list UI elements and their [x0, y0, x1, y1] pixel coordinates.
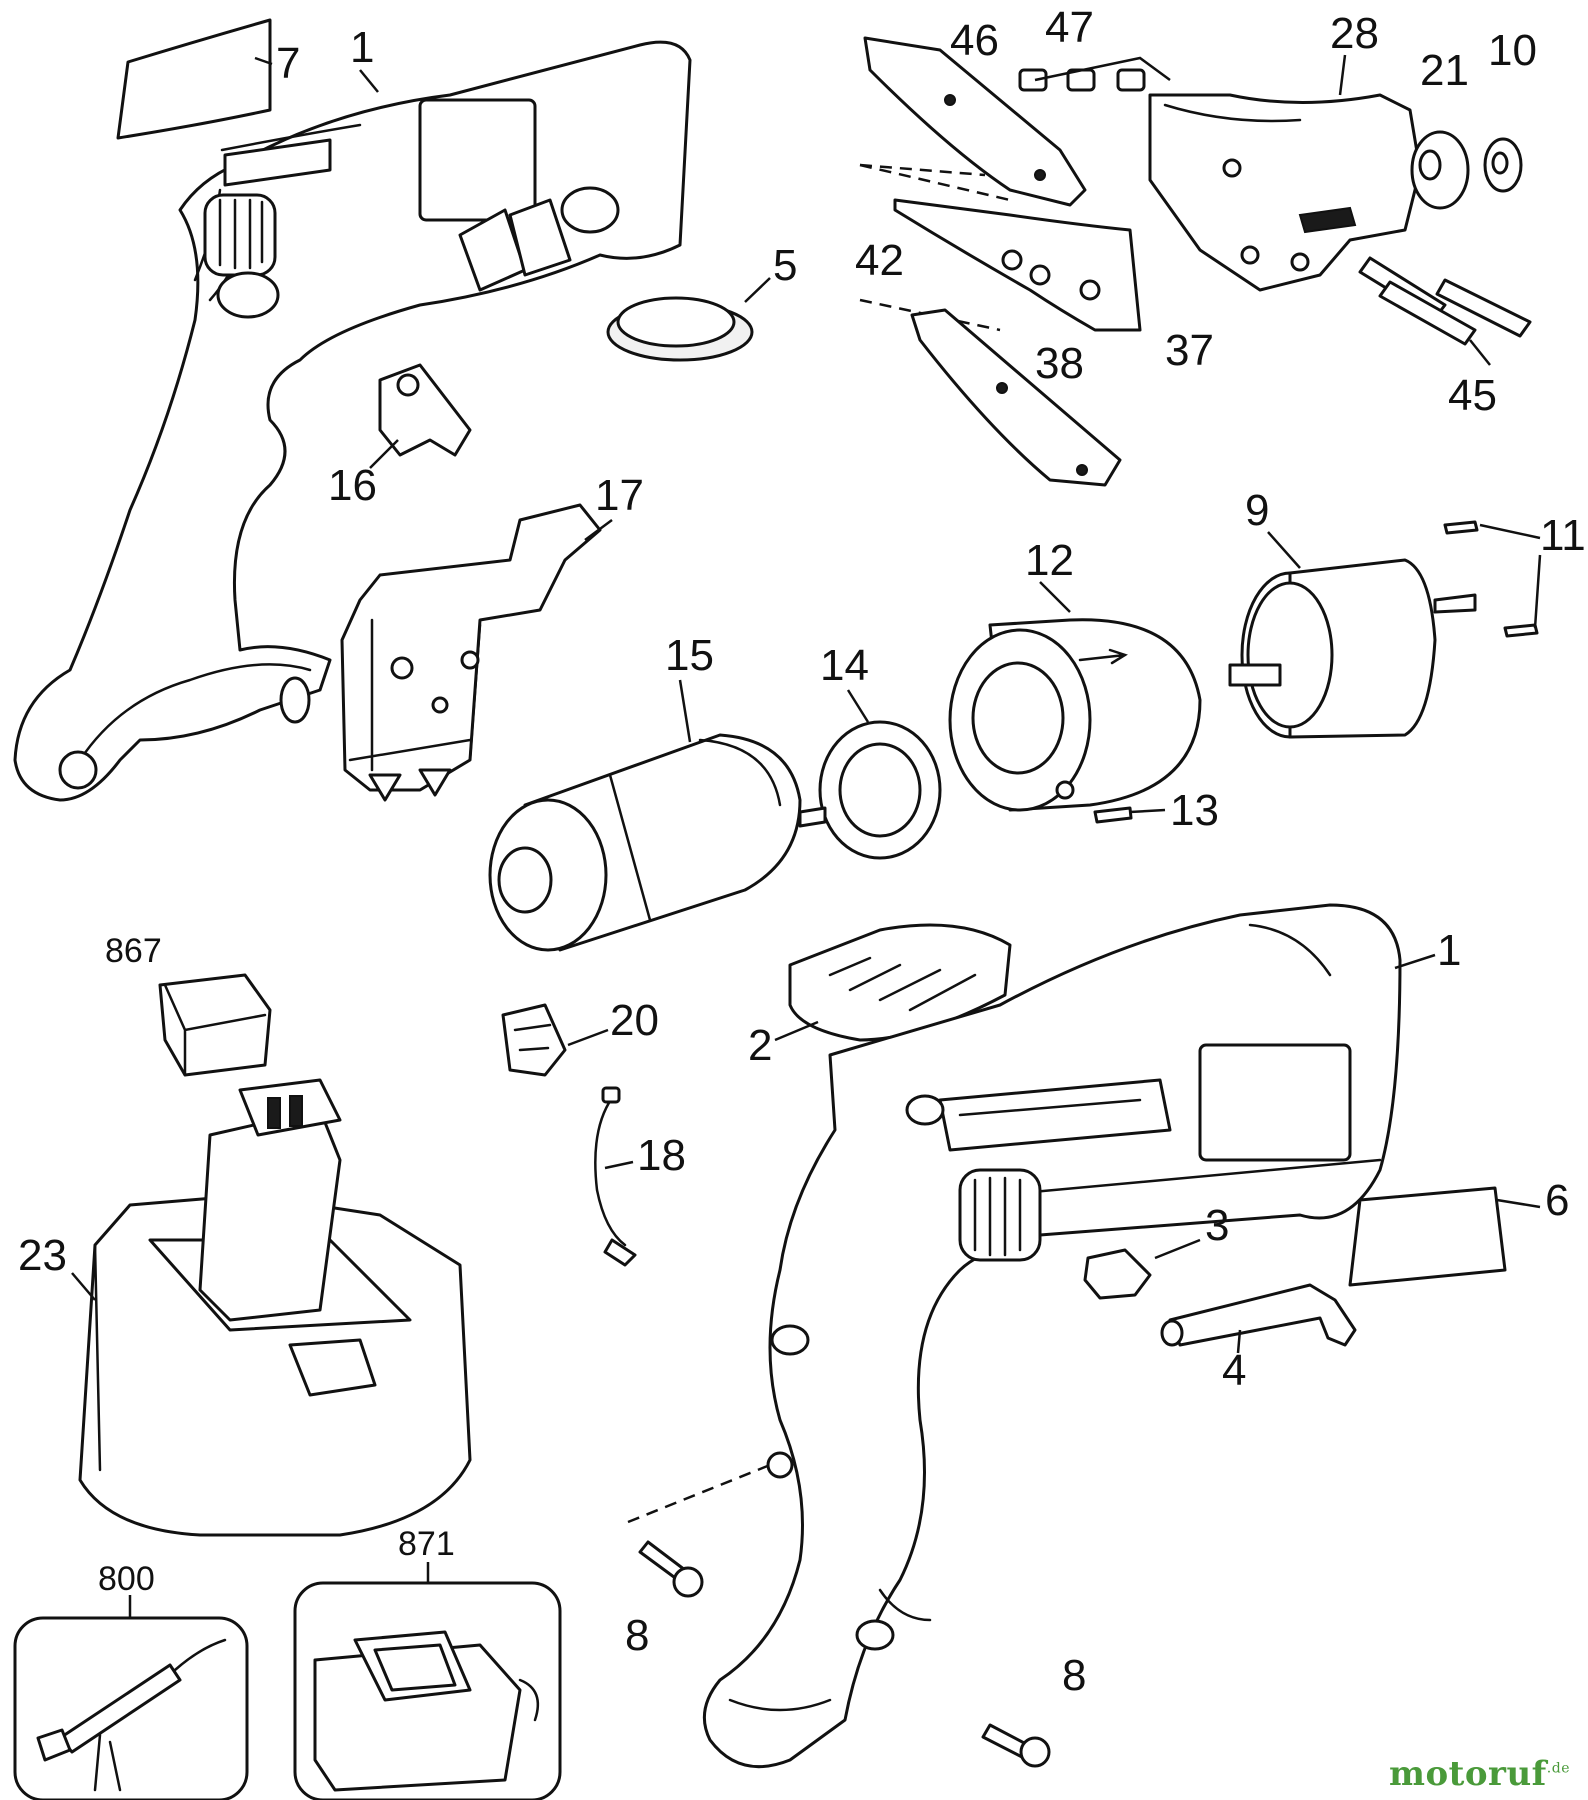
leader-4	[1236, 1329, 1242, 1354]
callout-7: 7	[276, 39, 300, 88]
leader-18	[604, 1160, 634, 1170]
callout-46: 46	[950, 16, 999, 65]
leader-17	[584, 518, 613, 542]
callout-871: 871	[398, 1525, 455, 1563]
callout-14: 14	[820, 641, 869, 690]
part-gearbox-9	[1228, 558, 1477, 739]
leader-16	[369, 439, 399, 469]
part-blade-holder-42	[859, 163, 1142, 332]
callout-20: 20	[610, 996, 659, 1045]
part-screw-8-left	[627, 1451, 794, 1598]
part-washer-14	[818, 720, 942, 860]
callout-1-right: 1	[1437, 926, 1461, 975]
callout-867: 867	[105, 932, 162, 970]
callout-9: 9	[1245, 486, 1269, 535]
callout-1-left: 1	[350, 23, 374, 72]
part-blade-46	[863, 36, 1087, 207]
part-wire-18	[594, 1086, 637, 1267]
part-box-871	[293, 1562, 562, 1800]
callout-3: 3	[1205, 1201, 1229, 1250]
leader-20	[567, 1028, 609, 1047]
callout-13: 13	[1170, 786, 1219, 835]
leader-14	[846, 689, 870, 723]
part-867	[158, 973, 272, 1077]
part-label-7	[116, 18, 272, 140]
callout-16: 16	[328, 461, 377, 510]
callout-8-right: 8	[1062, 1651, 1086, 1700]
callout-18: 18	[637, 1131, 686, 1180]
leader-12	[1039, 581, 1071, 613]
callout-4: 4	[1222, 1346, 1246, 1395]
callout-8-left: 8	[625, 1611, 649, 1660]
part-box-800	[13, 1595, 249, 1800]
part-ring-gear-12	[948, 618, 1202, 812]
part-battery-23	[78, 1078, 472, 1537]
leader-6	[1496, 1198, 1541, 1209]
part-clip-16	[378, 363, 472, 457]
part-clip-3	[1083, 1248, 1152, 1300]
part-motor-15	[488, 733, 827, 952]
part-foot-5	[606, 296, 754, 362]
callout-5: 5	[773, 241, 797, 290]
part-nuts-47	[1018, 56, 1171, 92]
part-brush-holder-20	[501, 1003, 567, 1077]
right-housing-half	[702, 903, 1402, 1769]
leader-15	[678, 679, 692, 743]
leader-28	[1338, 54, 1347, 96]
leader-5	[744, 277, 771, 303]
part-hex-key-4	[1160, 1283, 1357, 1347]
callout-800: 800	[98, 1560, 155, 1598]
part-screw-8-right	[981, 1723, 1051, 1768]
part-washer-10	[1483, 137, 1523, 193]
callout-12: 12	[1025, 536, 1074, 585]
part-label-6	[1348, 1186, 1507, 1287]
part-bushing-21	[1410, 130, 1470, 210]
leader-1-right	[1394, 953, 1436, 970]
leader-1-left	[359, 69, 379, 93]
callout-11: 11	[1540, 511, 1586, 560]
part-shear-head-28	[1148, 93, 1422, 292]
callout-15: 15	[665, 631, 714, 680]
leader-7	[254, 56, 273, 66]
callout-10: 10	[1488, 26, 1537, 75]
callout-37: 37	[1165, 326, 1214, 375]
left-housing-half	[13, 40, 692, 802]
callout-45: 45	[1448, 371, 1497, 420]
leader-3	[1154, 1238, 1201, 1260]
vent-slots-right	[958, 1168, 1042, 1262]
leader-23	[71, 1272, 96, 1301]
callout-38: 38	[1035, 339, 1084, 388]
leader-9	[1267, 531, 1301, 569]
part-blade-38	[859, 298, 1122, 487]
callout-23: 23	[18, 1231, 67, 1280]
callout-6: 6	[1545, 1176, 1569, 1225]
part-screws-11	[1443, 520, 1542, 638]
callout-28: 28	[1330, 9, 1379, 58]
leader-2	[774, 1020, 819, 1042]
callout-47: 47	[1045, 3, 1094, 52]
part-screw-13	[1093, 806, 1166, 824]
callout-42: 42	[855, 236, 904, 285]
watermark-logo: motoruf.de	[1389, 1754, 1570, 1794]
vent-slots-left	[203, 193, 277, 277]
watermark-brand: motoruf	[1389, 1754, 1547, 1794]
callout-17: 17	[595, 471, 644, 520]
callout-2: 2	[748, 1021, 772, 1070]
callout-21: 21	[1420, 46, 1469, 95]
watermark-suffix: .de	[1546, 1760, 1570, 1777]
part-screws-45	[1358, 256, 1532, 366]
part-switch-17	[340, 503, 602, 802]
